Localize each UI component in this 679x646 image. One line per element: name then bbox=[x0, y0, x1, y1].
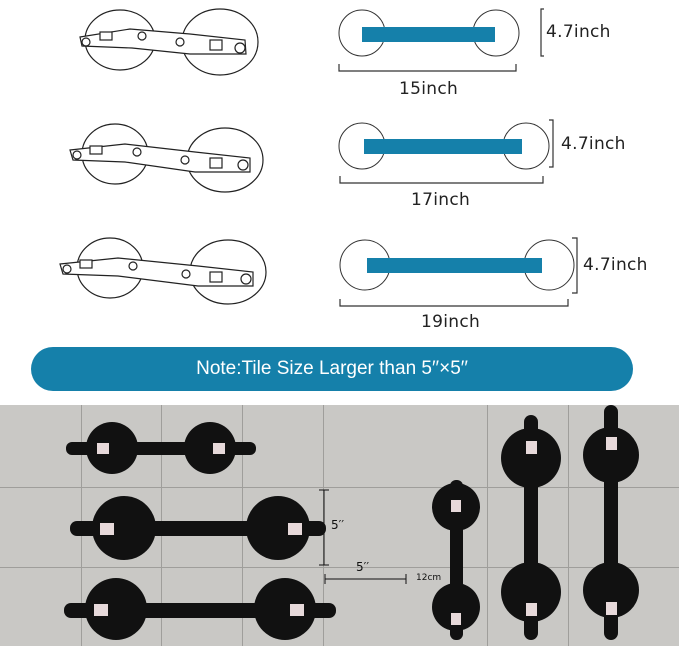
height-label-19: 4.7inch bbox=[583, 255, 648, 275]
length-label-17: 17inch bbox=[411, 190, 471, 210]
tile-grout-line bbox=[0, 567, 679, 568]
tile-grout-line bbox=[568, 405, 569, 646]
spacing-label: 12cm bbox=[416, 573, 442, 583]
grab-bar-drawing-15 bbox=[79, 8, 259, 76]
tile-grout-line bbox=[0, 487, 679, 488]
suction-grab-bars-photo bbox=[64, 405, 639, 640]
tile-grout-line bbox=[487, 405, 488, 646]
grab-bar-drawing-17 bbox=[69, 123, 264, 193]
tile-size-note-banner: Note:Tile Size Larger than 5′′×5′′ bbox=[31, 347, 633, 391]
grab-bar-drawing-19 bbox=[59, 237, 267, 305]
dimension-diagram-17 bbox=[338, 119, 554, 184]
dimension-diagram-15 bbox=[338, 8, 544, 72]
length-label-19: 19inch bbox=[421, 312, 481, 332]
note-text: Note:Tile Size Larger than 5′′×5′′ bbox=[196, 358, 468, 379]
height-label-17: 4.7inch bbox=[561, 134, 626, 154]
dimension-diagram-19 bbox=[339, 237, 578, 307]
length-label-15: 15inch bbox=[399, 79, 459, 99]
product-photo-tiles: 5′′ 5′′ 12cm bbox=[0, 405, 679, 646]
vertical-dimension-label: 5′′ bbox=[331, 518, 345, 532]
horizontal-dimension-label: 5′′ bbox=[356, 560, 370, 574]
height-label-15: 4.7inch bbox=[546, 22, 611, 42]
